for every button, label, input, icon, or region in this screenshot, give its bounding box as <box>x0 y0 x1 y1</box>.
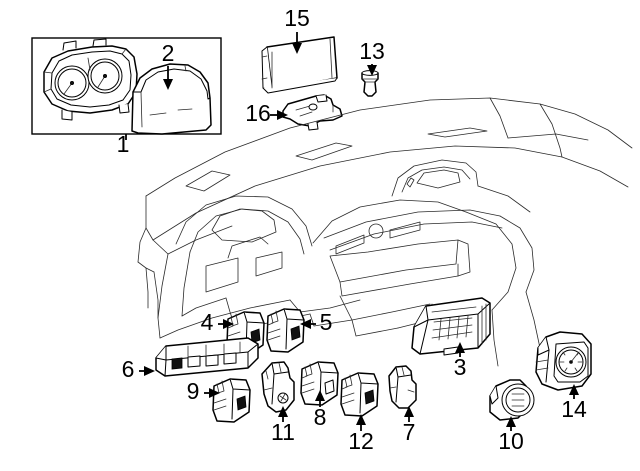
bulb-socket <box>361 70 379 97</box>
callout-label-1: 1 <box>117 131 130 157</box>
callout-label-4: 4 <box>201 309 214 335</box>
callout-label-7: 7 <box>403 419 416 445</box>
callout-label-11: 11 <box>271 419 295 445</box>
callout-label-14: 14 <box>561 396 587 422</box>
switch-panel-multi <box>155 337 259 377</box>
callout-label-12: 12 <box>348 428 374 454</box>
callout-label-3: 3 <box>454 354 467 380</box>
display-screen-unit <box>261 36 338 94</box>
callout-label-10: 10 <box>498 428 524 454</box>
callout-label-2: 2 <box>162 40 175 66</box>
callout-label-13: 13 <box>359 38 385 64</box>
callout-label-5: 5 <box>320 309 333 335</box>
instrument-panel-dashboard <box>137 97 633 367</box>
callout-numbers: 1 2 3 4 5 6 7 8 9 10 11 12 13 14 15 16 <box>117 5 587 454</box>
cluster-lens-cover <box>131 63 212 135</box>
callout-label-9: 9 <box>187 378 200 404</box>
callout-label-16: 16 <box>245 100 271 126</box>
switch-seat-heater <box>212 378 251 423</box>
power-outlet-socket <box>489 379 535 421</box>
callout-label-6: 6 <box>122 356 135 382</box>
switch-blank-right <box>300 361 339 406</box>
combination-meter <box>43 38 138 121</box>
switch-ignition-plunger <box>261 361 295 413</box>
switch-vsc-off <box>340 372 379 417</box>
switch-hazard <box>266 308 305 353</box>
callout-label-15: 15 <box>284 5 310 31</box>
callout-label-8: 8 <box>314 404 327 430</box>
climate-control-panel <box>411 297 491 356</box>
bracket-sensor-assembly <box>282 94 343 131</box>
instrument-cluster-group-box <box>31 37 222 140</box>
callout-leaders <box>139 32 579 431</box>
dimmer-rotary-dial <box>535 331 592 391</box>
switch-small-plunger <box>388 365 417 409</box>
